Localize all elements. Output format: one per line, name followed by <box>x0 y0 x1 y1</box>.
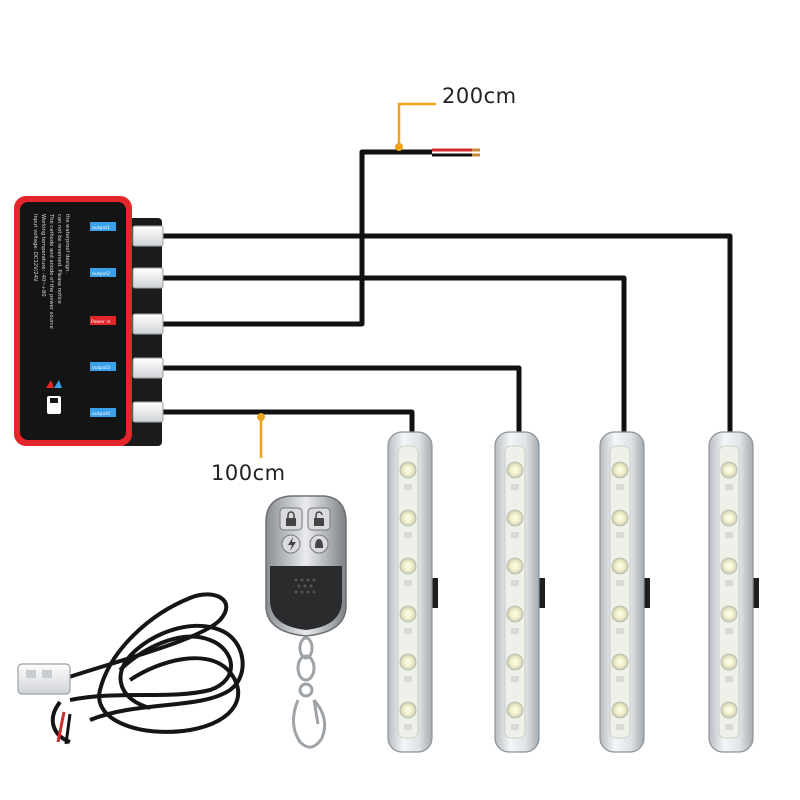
speaker-grill <box>294 578 316 594</box>
remote-button-unlock[interactable] <box>307 507 331 531</box>
instruction-line-2: Working temperature: -40~+80 <box>40 214 46 297</box>
resistor-chip <box>616 628 624 634</box>
led <box>506 509 524 527</box>
lightning-icon <box>288 537 296 551</box>
port-tag-output3: output3 <box>90 362 116 371</box>
resistor-chip <box>404 676 412 682</box>
led <box>506 701 524 719</box>
signal-icon <box>46 380 62 388</box>
instruction-line-1: Input voltage: DC12V/24V <box>32 214 38 282</box>
led <box>720 701 738 719</box>
led <box>720 605 738 623</box>
light-bar <box>387 431 438 753</box>
light-bars <box>387 431 759 753</box>
resistor-chip <box>404 484 412 490</box>
cables <box>160 149 733 438</box>
resistor-chip <box>511 676 519 682</box>
resistor-chip <box>404 628 412 634</box>
resistor-chip <box>404 532 412 538</box>
instruction-line-4: can not be reversed. Please notice <box>56 214 62 304</box>
led <box>399 509 417 527</box>
remote-control <box>265 495 347 749</box>
svg-text:output3: output3 <box>92 365 110 371</box>
bell-icon <box>315 539 323 548</box>
resistor-chip <box>725 724 733 730</box>
resistor-chip <box>725 580 733 586</box>
harness-wire-tips <box>56 711 72 745</box>
port-tag-output1: output1 <box>90 222 116 231</box>
led <box>611 461 629 479</box>
power-harness-coil <box>50 592 245 744</box>
control-box: Input voltage: DC12V/24V Working tempera… <box>14 196 164 446</box>
resistor-chip <box>725 628 733 634</box>
box-plugs <box>132 225 164 423</box>
light-bar <box>494 431 545 753</box>
output-cable-3 <box>160 275 627 438</box>
dimension-dot-200 <box>395 143 403 151</box>
port-tag-output4: output4 <box>90 408 116 417</box>
resistor-chip <box>511 628 519 634</box>
resistor-chip <box>511 724 519 730</box>
output-cable-4 <box>160 233 733 438</box>
led <box>506 557 524 575</box>
led <box>611 557 629 575</box>
light-bar <box>708 431 759 753</box>
resistor-chip <box>725 484 733 490</box>
svg-text:output4: output4 <box>92 411 110 417</box>
output-cable-length-label: 100cm <box>211 461 286 485</box>
led <box>399 557 417 575</box>
unlock-icon <box>314 511 324 526</box>
dimension-dot-100 <box>257 413 265 421</box>
key-ring <box>292 636 327 749</box>
lock-icon <box>286 511 296 526</box>
led <box>399 461 417 479</box>
led <box>611 653 629 671</box>
resistor-chip <box>616 724 624 730</box>
resistor-chip <box>511 580 519 586</box>
led <box>611 701 629 719</box>
led <box>720 557 738 575</box>
instruction-line-3: The cathode and anode of the power sourc… <box>48 213 54 329</box>
svg-text:output1: output1 <box>92 225 110 231</box>
resistor-chip <box>616 532 624 538</box>
led <box>720 509 738 527</box>
port-tag-output2: output2 <box>90 268 116 277</box>
output-cable-1 <box>160 409 415 438</box>
resistor-chip <box>511 532 519 538</box>
resistor-chip <box>616 484 624 490</box>
remote-button-alarm[interactable] <box>309 534 329 554</box>
resistor-chip <box>725 676 733 682</box>
led <box>720 653 738 671</box>
resistor-chip <box>404 580 412 586</box>
led <box>506 653 524 671</box>
light-bar <box>599 431 650 753</box>
resistor-chip <box>511 484 519 490</box>
svg-text:Power in: Power in <box>91 319 111 325</box>
harness-plug <box>17 663 71 695</box>
resistor-chip <box>616 676 624 682</box>
led <box>611 509 629 527</box>
led <box>399 653 417 671</box>
power-cable-length-label: 200cm <box>442 84 517 108</box>
dimension-marker-200 <box>397 102 436 147</box>
power-lead-ends <box>432 148 480 157</box>
svg-text:output2: output2 <box>92 271 110 277</box>
remote-button-lock[interactable] <box>279 507 303 531</box>
led <box>399 701 417 719</box>
resistor-chip <box>725 532 733 538</box>
resistor-chip <box>404 724 412 730</box>
led <box>506 461 524 479</box>
resistor-chip <box>616 580 624 586</box>
remote-button-flash[interactable] <box>281 534 301 554</box>
instruction-line-5: the waterproof design. <box>64 214 70 273</box>
led <box>399 605 417 623</box>
led <box>611 605 629 623</box>
remote-silhouette-icon <box>47 396 61 414</box>
output-cable-2 <box>160 365 522 438</box>
led <box>506 605 524 623</box>
led <box>720 461 738 479</box>
port-tag-power-in: Power in <box>90 316 116 325</box>
box-instructions: Input voltage: DC12V/24V Working tempera… <box>32 213 70 329</box>
